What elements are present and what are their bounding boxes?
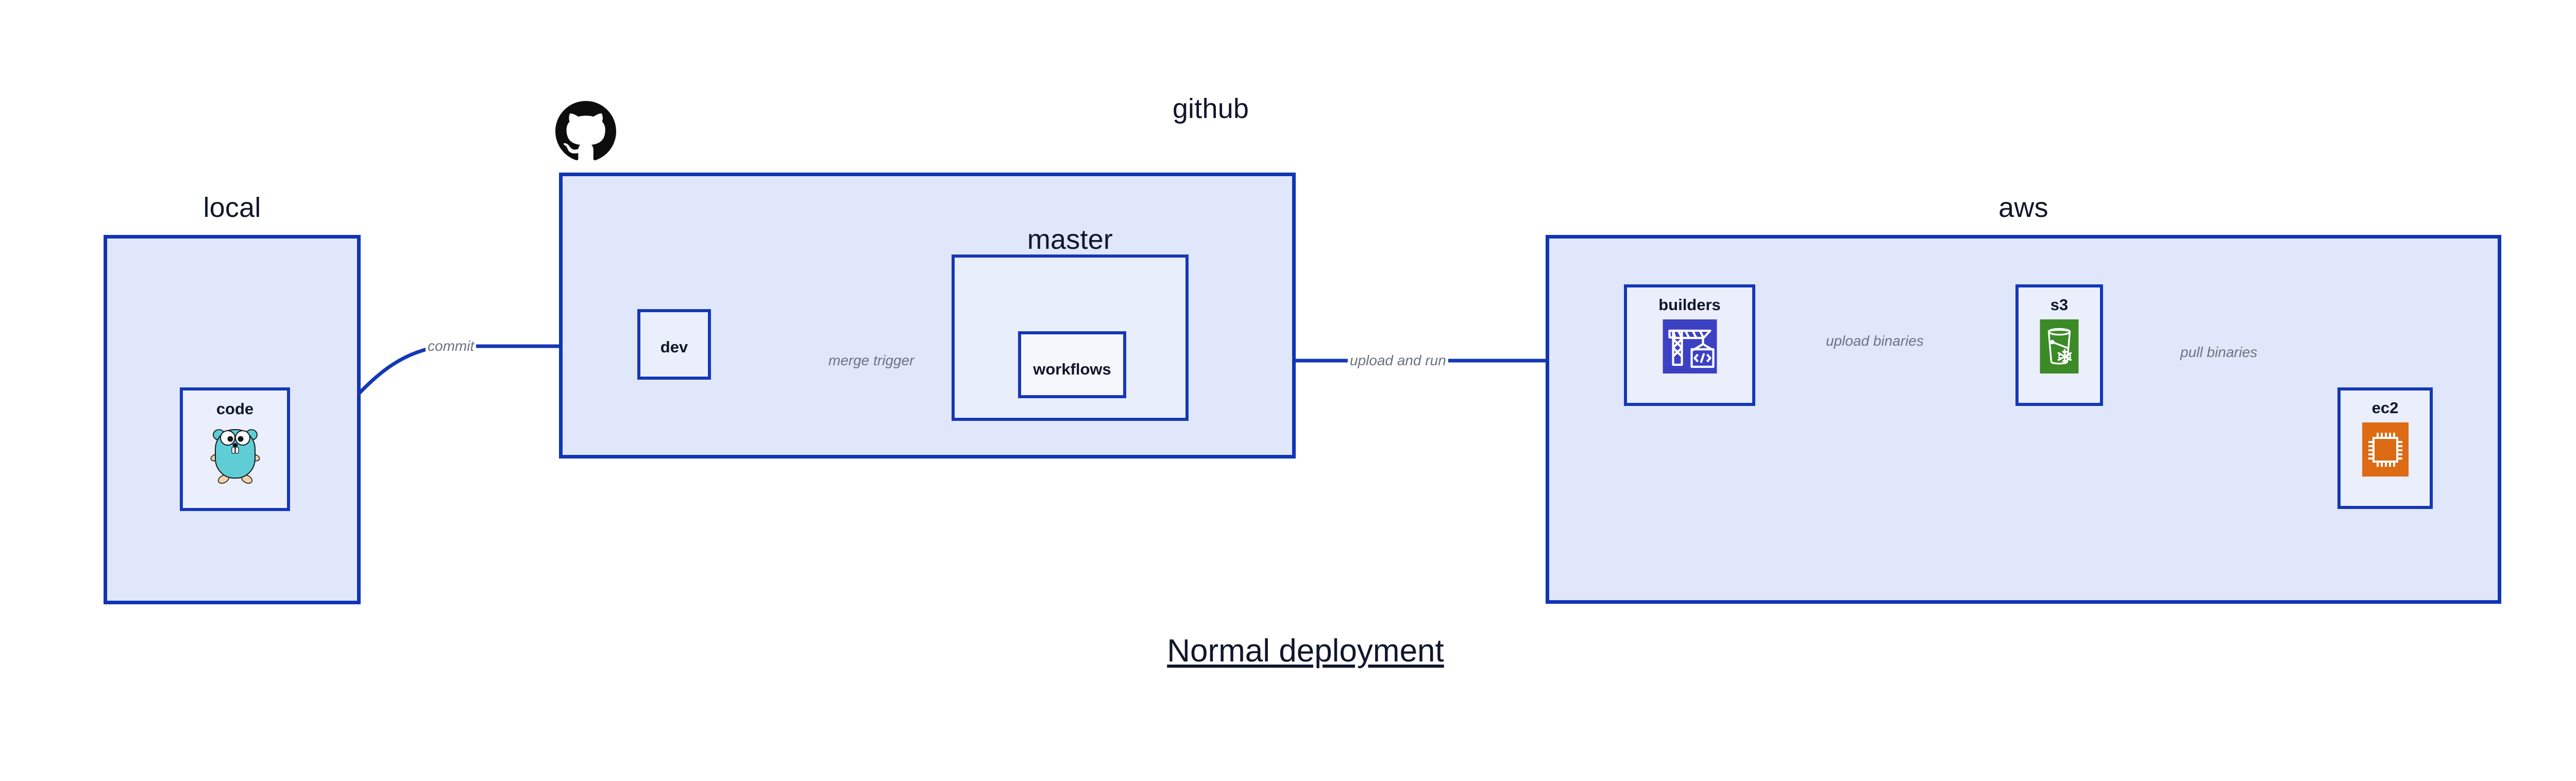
- node-label-code: code: [216, 400, 254, 418]
- group-label-local: local: [203, 192, 261, 223]
- group-label-github: github: [1172, 93, 1249, 124]
- go-gopher-icon: [207, 422, 263, 484]
- edge-label-merge-trigger: merge trigger: [826, 352, 917, 369]
- node-ec2[interactable]: ec2: [2337, 387, 2433, 509]
- node-label-ec2: ec2: [2371, 399, 2399, 417]
- github-octocat-logo: [555, 101, 616, 162]
- aws-codebuild-icon: [1663, 319, 1717, 373]
- subgroup-master[interactable]: workflows: [952, 254, 1189, 421]
- edge-label-commit: commit: [426, 338, 477, 354]
- edge-label-upload-and-run: upload and run: [1348, 352, 1448, 369]
- node-label-s3: s3: [2050, 296, 2069, 314]
- group-label-aws: aws: [1998, 192, 2048, 223]
- node-code[interactable]: code: [180, 387, 290, 511]
- node-label-workflows: workflows: [1033, 360, 1111, 378]
- group-local[interactable]: code: [104, 235, 361, 604]
- subgroup-label-master: master: [1027, 224, 1113, 255]
- figure-title: Normal deployment: [1167, 633, 1444, 669]
- aws-ec2-icon: [2362, 422, 2409, 477]
- node-workflows[interactable]: workflows: [1018, 331, 1126, 398]
- node-label-dev: dev: [660, 338, 688, 356]
- node-s3[interactable]: s3: [2015, 284, 2103, 406]
- node-label-builders: builders: [1658, 296, 1721, 314]
- edge-label-upload-binaries: upload binaries: [1824, 333, 1926, 349]
- node-builders[interactable]: builders: [1624, 284, 1755, 406]
- group-aws[interactable]: builders: [1546, 235, 2501, 604]
- aws-s3-glacier-icon: [2040, 319, 2079, 373]
- group-github[interactable]: dev master workflows: [559, 173, 1296, 459]
- edge-label-pull-binaries: pull binaries: [2178, 344, 2260, 361]
- node-dev[interactable]: dev: [637, 309, 711, 380]
